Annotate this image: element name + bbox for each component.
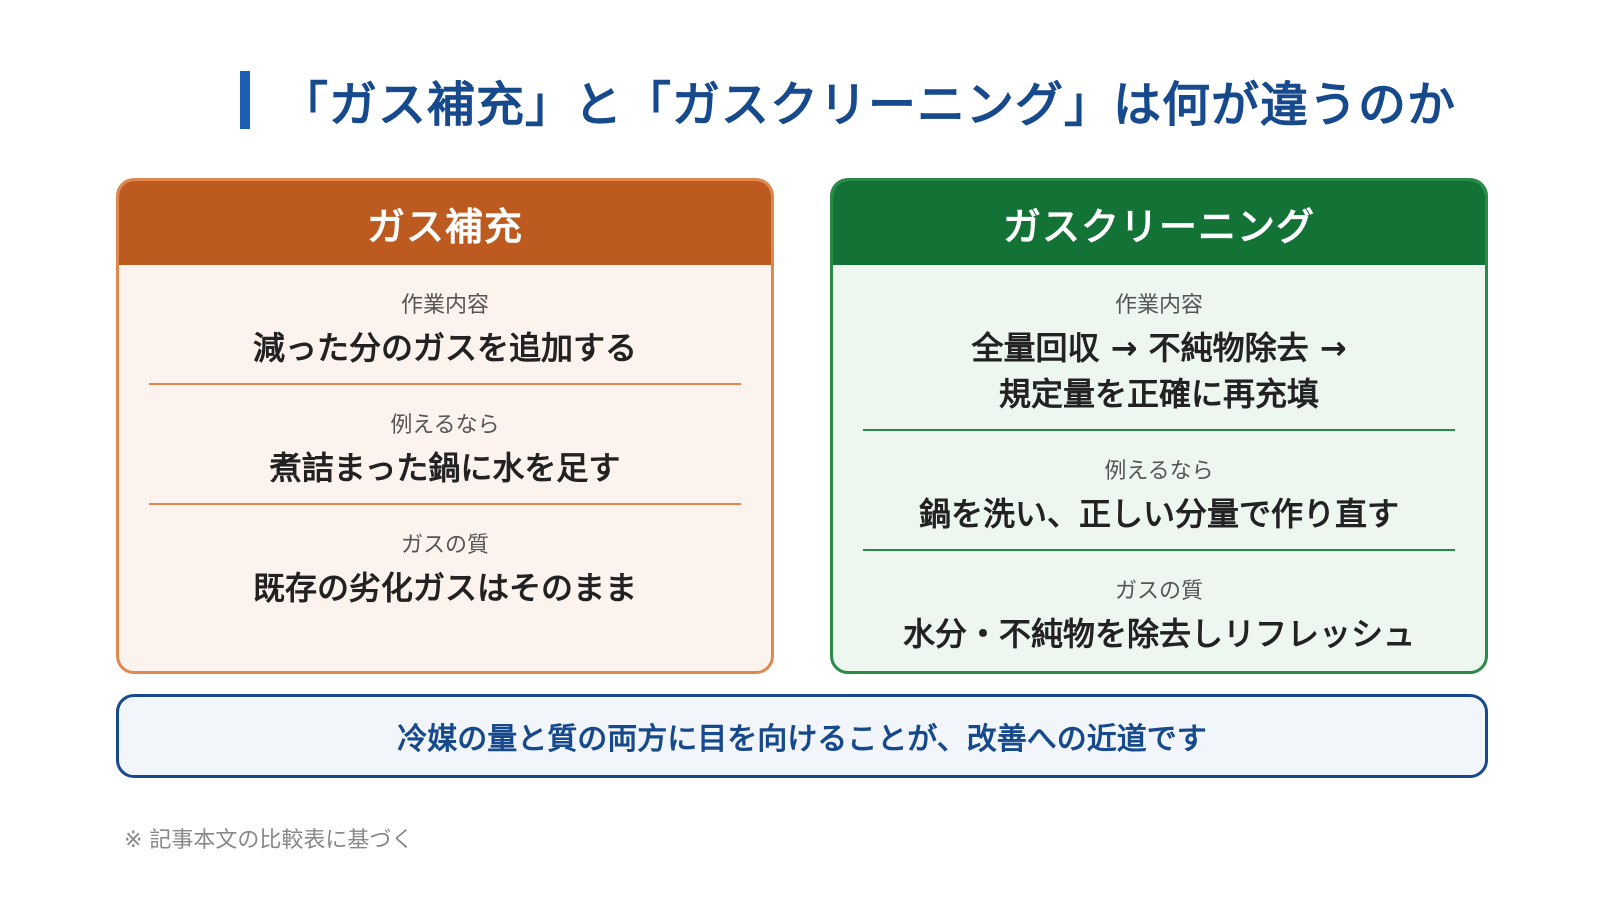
section-label: 作業内容 <box>400 293 489 318</box>
card-header-gas-refill: ガス補充 <box>119 181 771 265</box>
section-value: 減った分のガスを追加する <box>252 329 637 367</box>
section-quality: ガスの質 水分・不純物を除去しリフレッシュ <box>863 551 1455 657</box>
section-value: 鍋を洗い、正しい分量で作り直す <box>918 495 1399 533</box>
section-label: 例えるなら <box>390 413 500 438</box>
card-gas-cleaning: ガスクリーニング 作業内容 全量回収 → 不純物除去 → 規定量を正確に再充填 … <box>830 178 1488 674</box>
card-header-gas-cleaning: ガスクリーニング <box>833 181 1485 265</box>
section-label: ガスの質 <box>1114 579 1203 604</box>
footnote: ※ 記事本文の比較表に基づく <box>124 828 414 853</box>
divider <box>149 383 741 385</box>
divider <box>863 549 1455 551</box>
section-work: 作業内容 減った分のガスを追加する <box>149 265 741 371</box>
page-title: 「ガス補充」と「ガスクリーニング」は何が違うのか <box>280 77 1457 133</box>
summary-box: 冷媒の量と質の両方に目を向けることが、改善への近道です <box>116 694 1488 778</box>
section-value: 煮詰まった鍋に水を足す <box>269 449 621 487</box>
section-value: 既存の劣化ガスはそのまま <box>252 569 637 607</box>
section-value: 水分・不純物を除去しリフレッシュ <box>902 615 1415 653</box>
section-analogy: 例えるなら 煮詰まった鍋に水を足す <box>149 385 741 491</box>
title-accent-bar <box>240 71 250 129</box>
page-title-wrap: 「ガス補充」と「ガスクリーニング」は何が違うのか <box>240 68 1457 133</box>
section-analogy: 例えるなら 鍋を洗い、正しい分量で作り直す <box>863 431 1455 537</box>
section-label: ガスの質 <box>400 533 489 558</box>
section-value-line2: 規定量を正確に再充填 <box>998 375 1319 413</box>
divider <box>149 503 741 505</box>
section-label: 例えるなら <box>1104 459 1214 484</box>
section-value-line1: 全量回収 → 不純物除去 → <box>971 329 1347 367</box>
section-quality: ガスの質 既存の劣化ガスはそのまま <box>149 505 741 611</box>
section-work: 作業内容 全量回収 → 不純物除去 → 規定量を正確に再充填 <box>863 265 1455 417</box>
divider <box>863 429 1455 431</box>
section-label: 作業内容 <box>1114 293 1203 318</box>
card-gas-refill: ガス補充 作業内容 減った分のガスを追加する 例えるなら 煮詰まった鍋に水を足す… <box>116 178 774 674</box>
